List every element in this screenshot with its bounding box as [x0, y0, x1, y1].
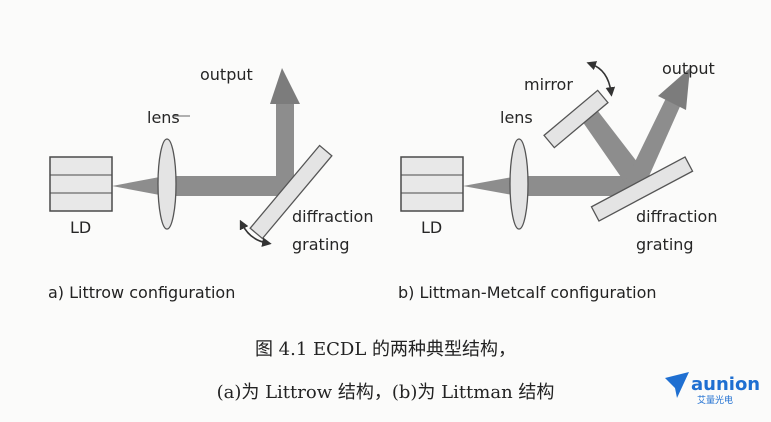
panel-b-mirror-beam: [580, 106, 648, 190]
panel-b-output-label: output: [662, 59, 715, 78]
panel-a-rotation-arrow: [239, 219, 272, 247]
figure-caption-line2: (a)为 Littrow 结构，(b)为 Littman 结构: [216, 382, 555, 403]
panel-a-output-label: output: [200, 65, 253, 84]
paper-plane-icon: [665, 372, 689, 398]
panel-b-lens: [509, 138, 529, 230]
panel-b-caption: b) Littman-Metcalf configuration: [398, 283, 657, 302]
panel-a-littrow: output lens LD diffraction grating: [49, 65, 373, 254]
panel-b-laser-diode: [400, 156, 464, 212]
panel-a-output-arrowhead: [270, 68, 300, 104]
logo-subtext: 艾量光电: [697, 394, 733, 406]
panel-a-lens-label: lens: [147, 108, 180, 127]
panel-a-laser-beam: [112, 176, 288, 196]
panel-b-diffraction-grating: [590, 156, 694, 222]
panel-b-output-arrowhead: [658, 68, 690, 110]
aunion-logo: aunion 艾量光电: [665, 372, 760, 406]
panel-a-ld-label: LD: [70, 218, 91, 237]
panel-a-grating-label-line1: diffraction: [292, 207, 373, 226]
panel-a-grating-label-line2: grating: [292, 235, 350, 254]
panel-b-lens-label: lens: [500, 108, 533, 127]
panel-a-laser-diode: [49, 156, 113, 212]
panel-a-lens: [157, 138, 177, 230]
panel-b-littman-metcalf: mirror output lens LD diffraction gratin…: [400, 59, 717, 254]
panel-a-caption: a) Littrow configuration: [48, 283, 236, 302]
panel-b-ld-label: LD: [421, 218, 442, 237]
panel-b-mirror-label: mirror: [524, 75, 573, 94]
panel-b-output-beam: [626, 94, 682, 192]
logo-text: aunion: [691, 374, 760, 395]
panel-b-grating-label-line1: diffraction: [636, 207, 717, 226]
ecdl-diagram: output lens LD diffraction grating mirro…: [49, 59, 717, 254]
panel-a-output-beam: [276, 102, 294, 194]
panel-b-grating-label-line2: grating: [636, 235, 694, 254]
panel-b-rotation-arrow: [586, 61, 616, 97]
panel-b-laser-beam: [463, 176, 640, 196]
figure-caption-line1: 图 4.1 ECDL 的两种典型结构，: [254, 339, 517, 360]
